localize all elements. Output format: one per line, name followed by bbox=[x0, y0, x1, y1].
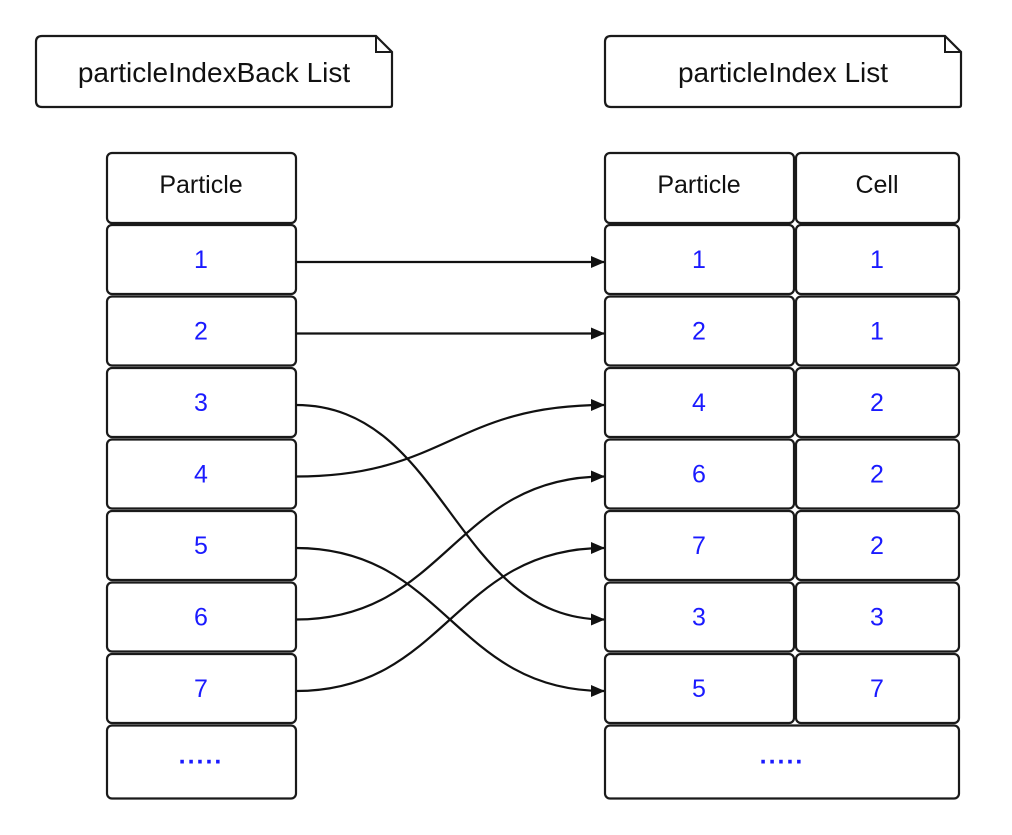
left-row-cell bbox=[105, 295, 298, 367]
right-note: particleIndex List bbox=[603, 34, 963, 109]
right-cell-cell bbox=[794, 438, 961, 510]
left-row-value: 2 bbox=[194, 318, 208, 346]
right-ellipsis: ..... bbox=[760, 742, 805, 770]
right-cell-cell bbox=[794, 652, 961, 725]
connector-arrow bbox=[295, 470, 605, 621]
right-particle-value: 3 bbox=[692, 604, 706, 632]
right-cell-cell bbox=[794, 295, 961, 367]
left-row-cell bbox=[105, 581, 298, 653]
left-row-value: 7 bbox=[194, 675, 208, 703]
right-particle-value: 1 bbox=[692, 246, 706, 274]
left-row-cell bbox=[105, 438, 298, 510]
right-cell-value: 2 bbox=[870, 461, 884, 489]
left-row-cell bbox=[105, 223, 298, 296]
right-particle-value: 7 bbox=[692, 532, 706, 560]
left-note: particleIndexBack List bbox=[34, 34, 394, 109]
left-row-cell bbox=[105, 366, 298, 439]
right-cell-value: 7 bbox=[870, 675, 884, 703]
right-particle-cell bbox=[603, 366, 796, 439]
right-cell-cell bbox=[794, 581, 961, 653]
right-particle-cell bbox=[603, 652, 796, 725]
right-particle-cell bbox=[603, 223, 796, 296]
left-header-cell bbox=[105, 151, 298, 225]
right-header-particle-label: Particle bbox=[657, 171, 740, 199]
right-particle-value: 6 bbox=[692, 461, 706, 489]
left-row-cell bbox=[105, 652, 298, 725]
left-row-value: 6 bbox=[194, 604, 208, 632]
right-particle-value: 2 bbox=[692, 318, 706, 346]
right-cell-cell bbox=[794, 509, 961, 582]
left-ellipsis-cell bbox=[105, 724, 298, 800]
right-header-cell-label: Cell bbox=[855, 171, 898, 199]
right-header-cell-cell bbox=[794, 151, 961, 225]
right-particle-cell bbox=[603, 581, 796, 653]
left-row-cell bbox=[105, 509, 298, 582]
right-cell-value: 1 bbox=[870, 246, 884, 274]
right-cell-value: 2 bbox=[870, 389, 884, 417]
left-header-label: Particle bbox=[159, 171, 242, 199]
right-cell-cell bbox=[794, 223, 961, 296]
right-particle-cell bbox=[603, 295, 796, 367]
right-ellipsis-cell bbox=[603, 724, 961, 800]
right-cell-value: 3 bbox=[870, 604, 884, 632]
connectors bbox=[295, 256, 605, 697]
left-table: Particle 1 2 3 4 5 6 7..... bbox=[105, 151, 298, 800]
connector-arrow bbox=[295, 403, 605, 626]
left-row-value: 1 bbox=[194, 246, 208, 274]
left-note-title: particleIndexBack List bbox=[78, 57, 351, 88]
right-cell-value: 1 bbox=[870, 318, 884, 346]
right-particle-cell bbox=[603, 509, 796, 582]
right-particle-value: 5 bbox=[692, 675, 706, 703]
left-row-value: 3 bbox=[194, 389, 208, 417]
connector-arrow bbox=[295, 542, 605, 693]
right-header-cell-particle bbox=[603, 151, 796, 225]
right-table: Particle Cell 1 1 2 1 4 2 6 2 7 2 3 3 5 7..... bbox=[603, 151, 961, 800]
right-cell-value: 2 bbox=[870, 532, 884, 560]
right-particle-value: 4 bbox=[692, 389, 706, 417]
connector-arrow bbox=[295, 399, 605, 478]
right-note-title: particleIndex List bbox=[678, 57, 888, 88]
right-particle-cell bbox=[603, 438, 796, 510]
right-cell-cell bbox=[794, 366, 961, 439]
left-row-value: 5 bbox=[194, 532, 208, 560]
left-ellipsis: ..... bbox=[179, 742, 224, 770]
left-row-value: 4 bbox=[194, 461, 208, 489]
